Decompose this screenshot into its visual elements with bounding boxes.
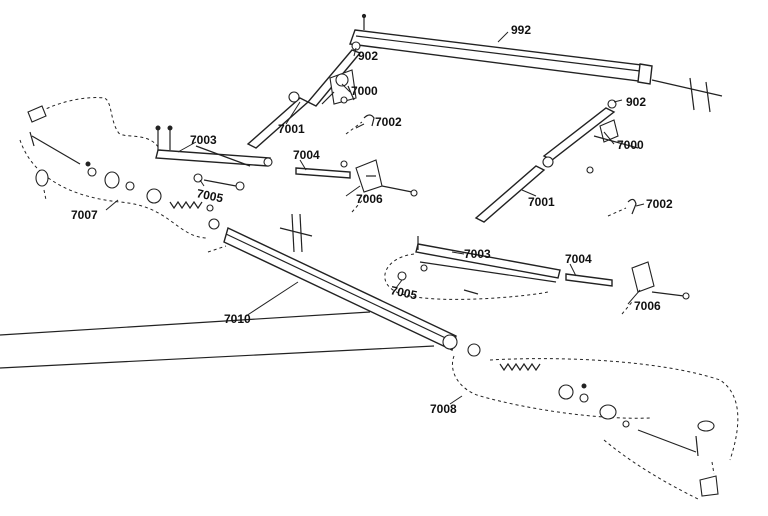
label-7003-right: 7003 bbox=[464, 247, 491, 261]
label-7006-left: 7006 bbox=[356, 192, 383, 206]
label-7008: 7008 bbox=[430, 402, 457, 416]
label-7007: 7007 bbox=[71, 208, 98, 222]
label-7002-top: 7002 bbox=[375, 115, 402, 129]
upper-left-mechanism bbox=[155, 41, 418, 213]
part-labels: 992 902 902 7000 7000 7001 7001 7002 700… bbox=[71, 23, 673, 416]
label-7002-right: 7002 bbox=[646, 197, 673, 211]
top-roller-bar-992 bbox=[349, 13, 723, 113]
label-902-right: 902 bbox=[626, 95, 646, 109]
label-7005-left: 7005 bbox=[195, 186, 224, 205]
label-7000-right: 7000 bbox=[617, 138, 644, 152]
leader-lines bbox=[105, 31, 645, 405]
label-992: 992 bbox=[511, 23, 531, 37]
label-7005-right: 7005 bbox=[389, 283, 418, 302]
label-7001-right: 7001 bbox=[528, 195, 555, 209]
label-7001-left: 7001 bbox=[278, 122, 305, 136]
right-assembly-7008 bbox=[452, 355, 739, 501]
right-upper-mechanism bbox=[474, 99, 639, 223]
label-7010: 7010 bbox=[224, 312, 251, 326]
label-902-top: 902 bbox=[358, 49, 378, 63]
label-7000-top: 7000 bbox=[351, 84, 378, 98]
label-7004-left: 7004 bbox=[293, 148, 320, 162]
label-7003-left: 7003 bbox=[190, 133, 217, 147]
lower-roller-bar-7010 bbox=[0, 213, 481, 369]
label-7004-right: 7004 bbox=[565, 252, 592, 266]
label-7006-right: 7006 bbox=[634, 299, 661, 313]
left-assembly-7007 bbox=[19, 97, 220, 239]
